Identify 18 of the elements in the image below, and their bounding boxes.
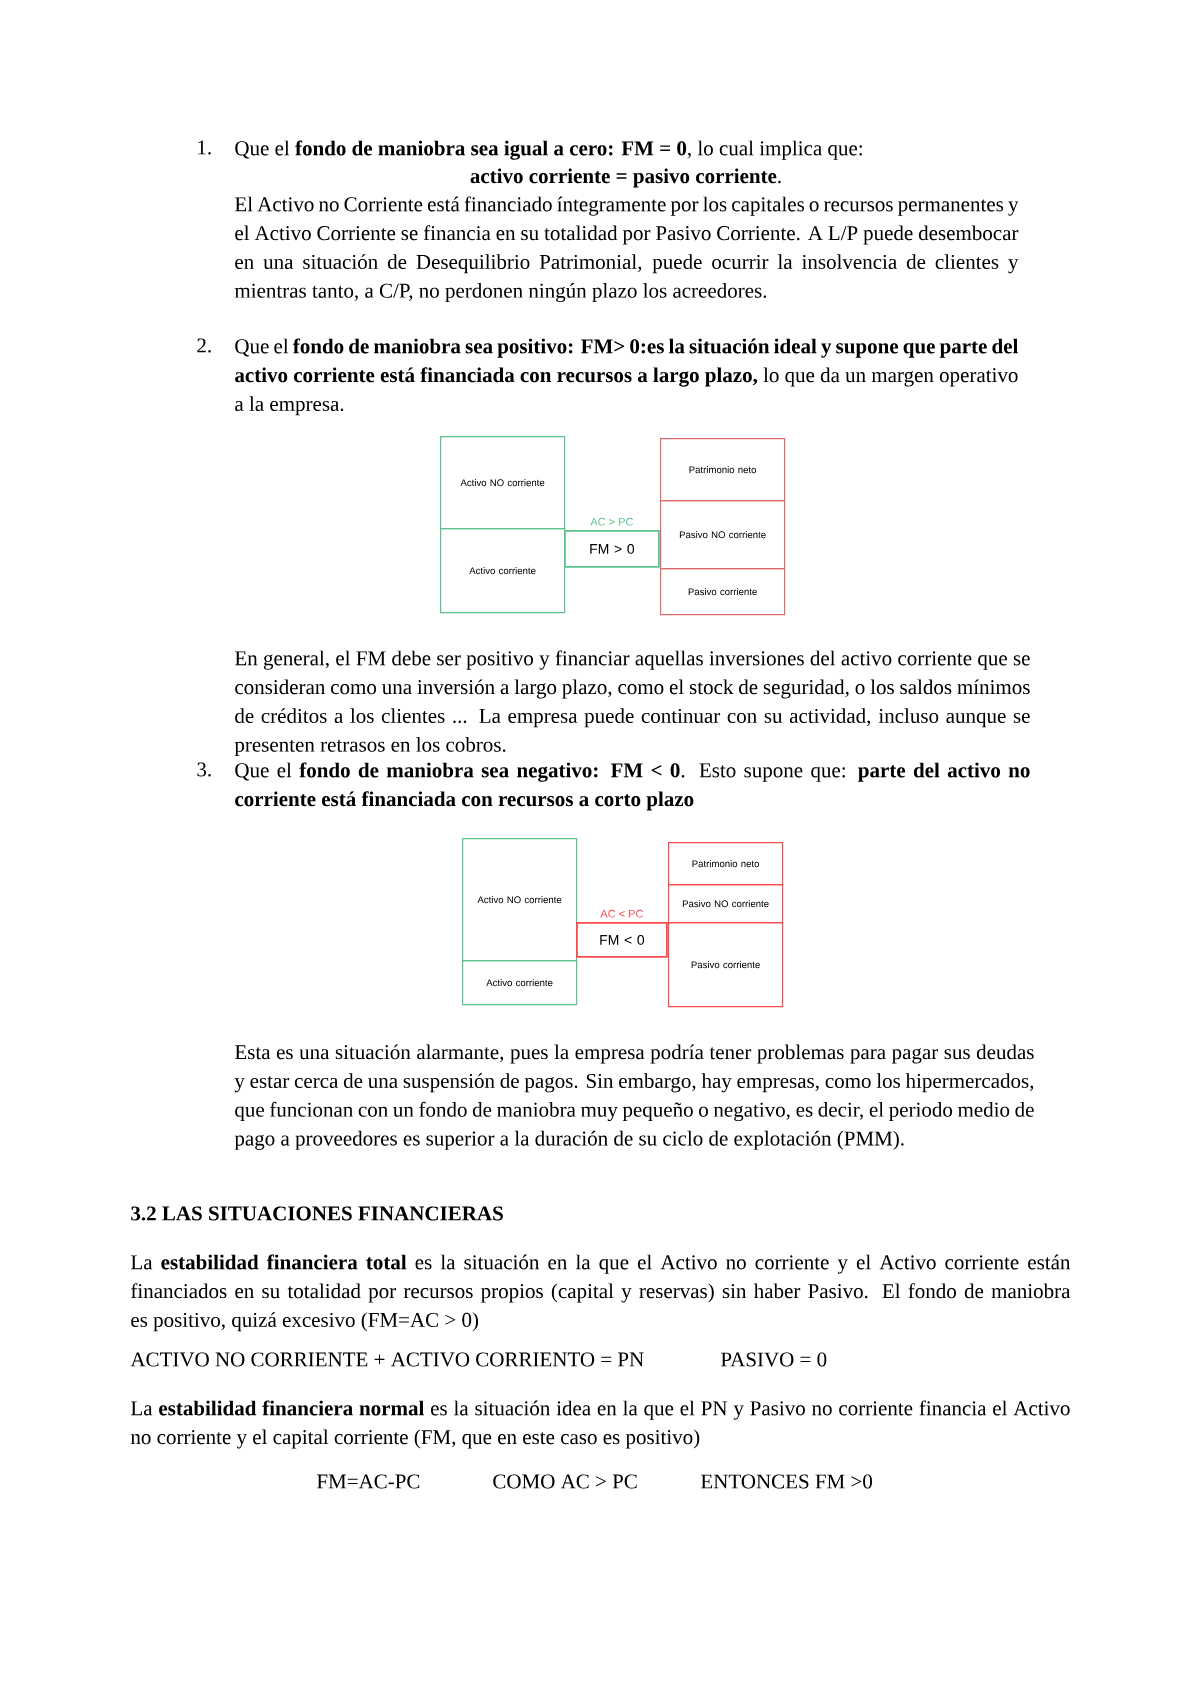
paragraph: ACTIVO NO CORRIENTE + ACTIVO CORRIENTO = PN	[130, 1352, 644, 1367]
paragraph: Que el fondo de maniobra sea igual a cero: FM = 0, lo cual implica que:	[235, 140, 862, 160]
paragraph: Que el fondo de maniobra sea positivo: FM> 0:es la situación ideal y supone que parte del activo corriente está financiada con recursos a largo plazo, lo que da un margen operativo a la empresa.	[235, 338, 1018, 416]
paragraph: ENTONCES FM >0	[701, 1474, 873, 1489]
formula-text: activo corriente = pasivo corriente.	[470, 168, 781, 188]
paragraph: La estabilidad financiera total es la situación en la que el Activo no corriente y el Activo corriente están financiados en su totalidad por recursos propios (capital y reservas) sin haber Pasivo. El fondo de maniobra es positivo, quizá excesivo (FM=AC > 0)	[131, 1254, 1071, 1332]
paragraph: En general, el FM debe ser positivo y financiar aquellas inversiones del activo corriente que se consideran como una inversión a largo plazo, como el stock de seguridad, o los saldos mínimos de créditos a los clientes ... La empresa puede continuar con su actividad, incluso aunque se presenten retrasos en los cobros.	[234, 650, 1030, 757]
paragraph: PASIVO = 0	[721, 1352, 827, 1367]
paragraph: Esta es una situación alarmante, pues la empresa podría tener problemas para pagar sus deudas y estar cerca de una suspensión de pagos. Sin embargo, hay empresas, como los hipermercados, que funcionan con un fondo de maniobra muy pequeño o negativo, es decir, el periodo medio de pago a proveedores es superior a la duración de su ciclo de explotación (PMM).	[234, 1044, 1034, 1150]
list-number: 2.	[197, 338, 211, 353]
list-number: 3.	[197, 762, 211, 777]
section-heading: 3.2 LAS SITUACIONES FINANCIERAS	[131, 1206, 503, 1221]
paragraph: Que el fondo de maniobra sea negativo: FM < 0. Esto supone que: parte del activo no corriente está financiada con recursos a corto plazo	[235, 762, 1030, 811]
paragraph: COMO AC > PC	[493, 1474, 637, 1489]
list-number: 1.	[198, 140, 211, 155]
paragraph: FM=AC-PC	[317, 1474, 420, 1489]
paragraph: La estabilidad financiera normal es la situación idea en la que el PN y Pasivo no corriente financia el Activo no corriente y el capital corriente (FM, que en este caso es positivo)	[130, 1400, 1070, 1449]
paragraph: El Activo no Corriente está financiado íntegramente por los capitales o recursos permanentes y el Activo Corriente se financia en su totalidad por Pasivo Corriente. A L/P puede desembocar en una situación de Desequilibrio Patrimonial, puede ocurrir la insolvencia de clientes y mientras tanto, a C/P, no perdonen ningún plazo los acreedores.	[234, 196, 1019, 303]
